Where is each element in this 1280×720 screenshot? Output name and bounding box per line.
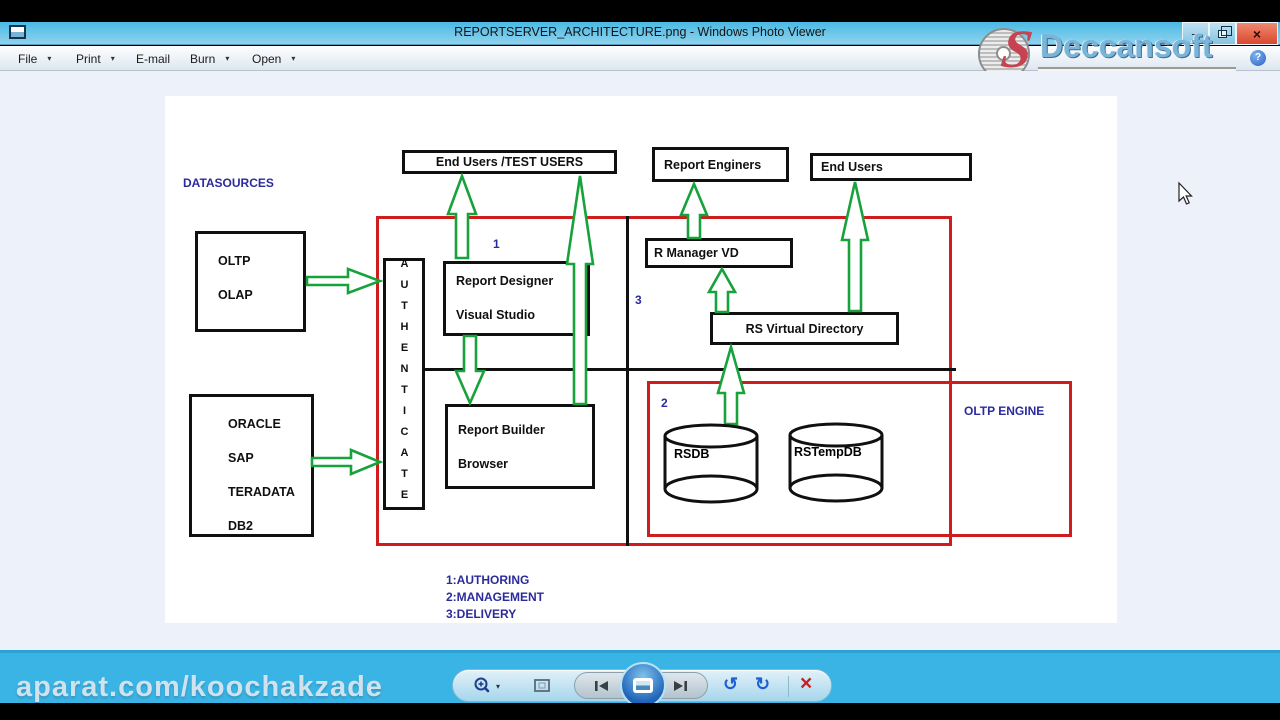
legend-delivery: 3:DELIVERY xyxy=(446,607,517,621)
legend-authoring: 1:AUTHORING xyxy=(446,573,530,587)
region-label-1: 1 xyxy=(493,237,500,251)
rsdb-label: RSDB xyxy=(674,447,710,461)
menu-burn[interactable]: Burn ▾ xyxy=(190,51,230,66)
rotate-counterclockwise-button[interactable]: ↺ xyxy=(723,674,739,694)
slideshow-icon xyxy=(633,677,653,693)
r-manager-vd-box: R Manager VD xyxy=(645,238,793,268)
brand-name: Deccansoft xyxy=(1040,28,1213,64)
chevron-down-icon: ▾ xyxy=(496,681,501,691)
end-users-test-box: End Users /TEST USERS xyxy=(402,150,617,174)
viewer-toolbar: ▾ xyxy=(452,662,832,708)
region-label-2: 2 xyxy=(661,396,668,410)
oltp-engine-label: OLTP ENGINE xyxy=(964,404,1045,418)
delete-button[interactable]: × xyxy=(800,672,813,695)
rstempdb-label: RSTempDB xyxy=(794,445,862,459)
title-bar[interactable]: REPORTSERVER_ARCHITECTURE.png - Windows … xyxy=(0,22,1280,45)
databases-box: ORACLE SAP TERADATA DB2 xyxy=(189,394,314,537)
restore-icon xyxy=(1218,25,1232,38)
report-enginers-box: Report Enginers xyxy=(652,147,789,182)
chevron-down-icon: ▾ xyxy=(225,54,230,63)
toolbar-divider xyxy=(788,676,789,697)
letterbox-bottom xyxy=(0,703,1280,720)
previous-button[interactable] xyxy=(579,675,625,697)
zoom-magnifier-icon xyxy=(474,677,490,693)
chevron-down-icon: ▾ xyxy=(110,54,115,63)
close-button[interactable]: × xyxy=(1236,22,1278,45)
chevron-down-icon: ▾ xyxy=(47,54,52,63)
menu-email[interactable]: E-mail xyxy=(136,51,171,66)
menu-bar: File ▾ Print ▾ E-mail Burn ▾ Open ▾ ? xyxy=(0,46,1280,71)
next-icon xyxy=(674,681,687,691)
letterbox-top xyxy=(0,0,1280,22)
play-slideshow-button[interactable] xyxy=(620,662,666,708)
actual-size-button[interactable] xyxy=(533,678,551,694)
menu-file[interactable]: File ▾ xyxy=(18,51,52,66)
report-designer-box: Report Designer Visual Studio xyxy=(443,261,590,336)
region-label-3: 3 xyxy=(635,293,642,307)
horizontal-divider xyxy=(424,368,956,371)
management-region xyxy=(647,381,1072,537)
vertical-divider xyxy=(626,216,629,546)
rs-virtual-directory-box: RS Virtual Directory xyxy=(710,312,899,345)
minimize-button[interactable]: – xyxy=(1182,22,1209,45)
oltp-olap-box: OLTP OLAP xyxy=(195,231,306,332)
watermark: aparat.com/koochakzade xyxy=(16,671,383,703)
previous-icon xyxy=(595,681,608,691)
window-title: REPORTSERVER_ARCHITECTURE.png - Windows … xyxy=(454,25,826,39)
photo-viewer-icon xyxy=(9,25,26,39)
restore-button[interactable] xyxy=(1209,22,1236,45)
menu-print[interactable]: Print ▾ xyxy=(76,51,115,66)
chevron-down-icon: ▾ xyxy=(291,54,296,63)
help-button[interactable]: ? xyxy=(1250,50,1266,66)
menu-open[interactable]: Open ▾ xyxy=(252,51,296,66)
rotate-clockwise-button[interactable]: ↻ xyxy=(755,674,771,694)
zoom-button[interactable]: ▾ xyxy=(471,675,500,697)
report-builder-box: Report Builder Browser xyxy=(445,404,595,489)
bottom-band: aparat.com/koochakzade ▾ xyxy=(0,650,1280,708)
next-button[interactable] xyxy=(657,675,703,697)
authenticate-box: AUTHENTICATE xyxy=(383,258,425,510)
actual-size-icon xyxy=(534,679,550,692)
datasources-label: DATASOURCES xyxy=(183,176,274,190)
end-users-box: End Users xyxy=(810,153,972,181)
viewer-content: DATASOURCES End Users /TEST USERS Report… xyxy=(0,71,1280,650)
legend-management: 2:MANAGEMENT xyxy=(446,590,544,604)
